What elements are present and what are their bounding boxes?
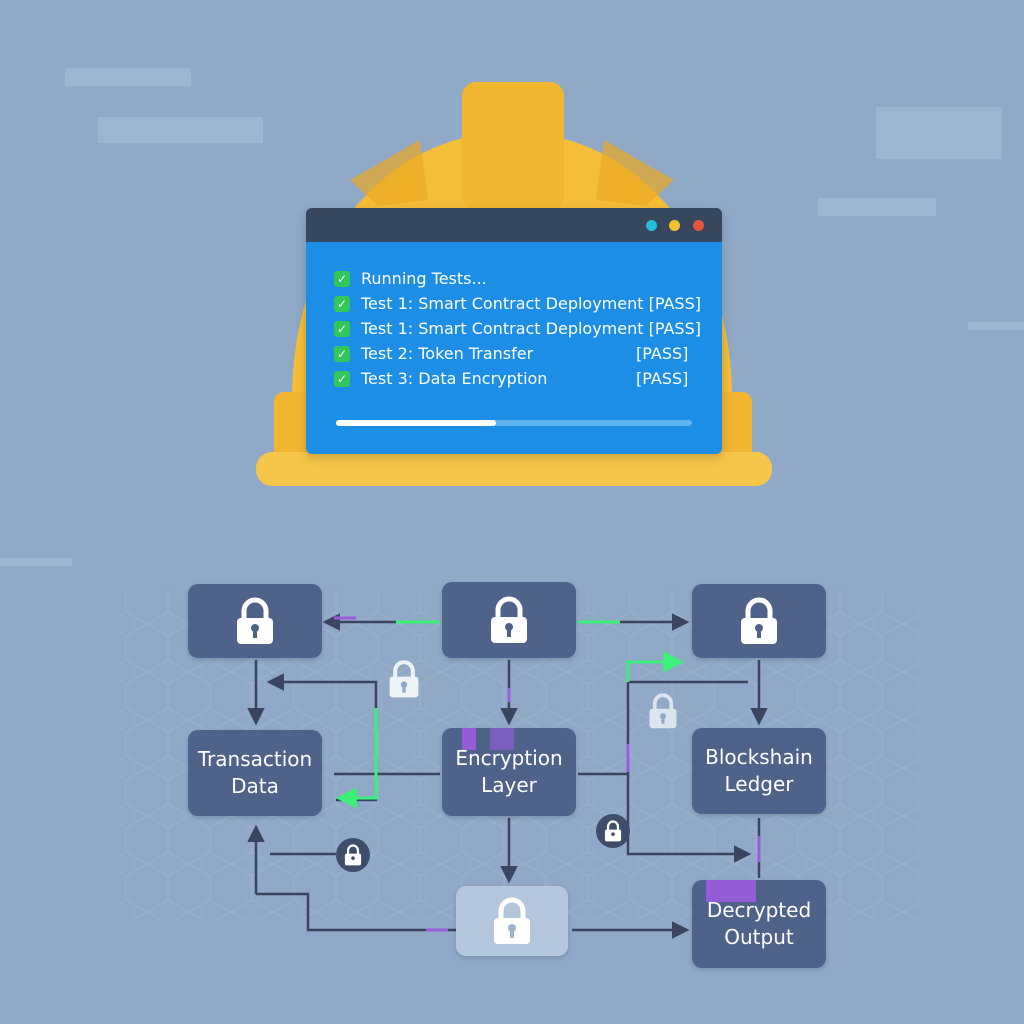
- log-text: Test 1: Smart Contract Deployment [PASS]: [361, 319, 701, 338]
- log-text: Test 3: Data Encryption: [361, 369, 548, 388]
- node-label: Encryption Layer: [455, 746, 563, 797]
- encrypted-source-node-left[interactable]: [188, 584, 322, 658]
- accent-bar: [490, 728, 514, 750]
- log-status: [PASS]: [636, 369, 689, 388]
- helmet-ridge: [462, 82, 564, 210]
- helmet-dome-shade: [596, 140, 674, 206]
- window-titlebar: [306, 208, 722, 242]
- background-strip: [65, 68, 191, 86]
- padlock-icon: [491, 596, 527, 643]
- accent-bar: [462, 728, 476, 750]
- accent-bar: [706, 880, 756, 902]
- decrypted-output-node[interactable]: Decrypted Output: [692, 880, 826, 968]
- background-strip: [876, 107, 1002, 159]
- node-label: Transaction Data: [197, 747, 313, 798]
- node-label: Blockshain Ledger: [705, 745, 813, 796]
- log-text: Test 2: Token Transfer: [361, 344, 534, 363]
- check-icon: ✓: [334, 321, 350, 337]
- check-icon: ✓: [334, 346, 350, 362]
- padlock-icon: [741, 597, 777, 644]
- encrypted-source-node-center[interactable]: [442, 582, 576, 658]
- test-log: ✓ Running Tests... ✓ Test 1: Smart Contr…: [334, 266, 714, 391]
- test-progress-bar: [336, 420, 692, 426]
- connector: [256, 892, 456, 932]
- background-strip: [968, 322, 1024, 330]
- log-line: ✓ Test 3: Data Encryption [PASS]: [334, 366, 714, 391]
- blockchain-ledger-node[interactable]: Blockshain Ledger: [692, 728, 826, 814]
- helmet-brim: [256, 452, 772, 486]
- background-strip: [98, 117, 263, 143]
- transaction-data-node[interactable]: Transaction Data: [188, 730, 322, 816]
- padlock-icon: [649, 693, 677, 729]
- encryption-layer-node[interactable]: Encryption Layer: [442, 728, 576, 816]
- log-line: ✓ Running Tests...: [334, 266, 714, 291]
- background-strip: [0, 558, 72, 566]
- check-icon: ✓: [334, 296, 350, 312]
- check-icon: ✓: [334, 271, 350, 287]
- test-runner-window: ✓ Running Tests... ✓ Test 1: Smart Contr…: [306, 208, 722, 454]
- encrypted-source-node-right[interactable]: [692, 584, 826, 658]
- window-minimize-dot[interactable]: [646, 220, 657, 231]
- node-label: Decrypted Output: [706, 898, 812, 949]
- helmet-dome-shade: [350, 140, 428, 206]
- log-line: ✓ Test 1: Smart Contract Deployment [PAS…: [334, 316, 714, 341]
- encrypted-packet-node[interactable]: [456, 886, 568, 956]
- padlock-icon: [237, 597, 273, 644]
- padlock-icon: [344, 844, 362, 866]
- log-line: ✓ Test 2: Token Transfer [PASS]: [334, 341, 714, 366]
- lock-badge: [336, 838, 370, 872]
- lock-badge: [596, 814, 630, 848]
- test-progress-fill: [336, 420, 497, 426]
- log-line: ✓ Test 1: Smart Contract Deployment [PAS…: [334, 291, 714, 316]
- background-strip: [818, 198, 936, 216]
- helmet-ridge-shade: [462, 82, 564, 210]
- highlight-connector: [626, 651, 685, 682]
- padlock-icon: [604, 820, 622, 842]
- log-status: [PASS]: [636, 344, 689, 363]
- window-close-dot[interactable]: [693, 220, 704, 231]
- check-icon: ✓: [334, 371, 350, 387]
- window-maximize-dot[interactable]: [669, 220, 680, 231]
- log-text: Test 1: Smart Contract Deployment [PASS]: [361, 294, 701, 313]
- highlight-connector: [335, 708, 378, 809]
- padlock-icon: [494, 897, 530, 944]
- log-text: Running Tests...: [361, 269, 487, 288]
- padlock-icon: [389, 660, 419, 698]
